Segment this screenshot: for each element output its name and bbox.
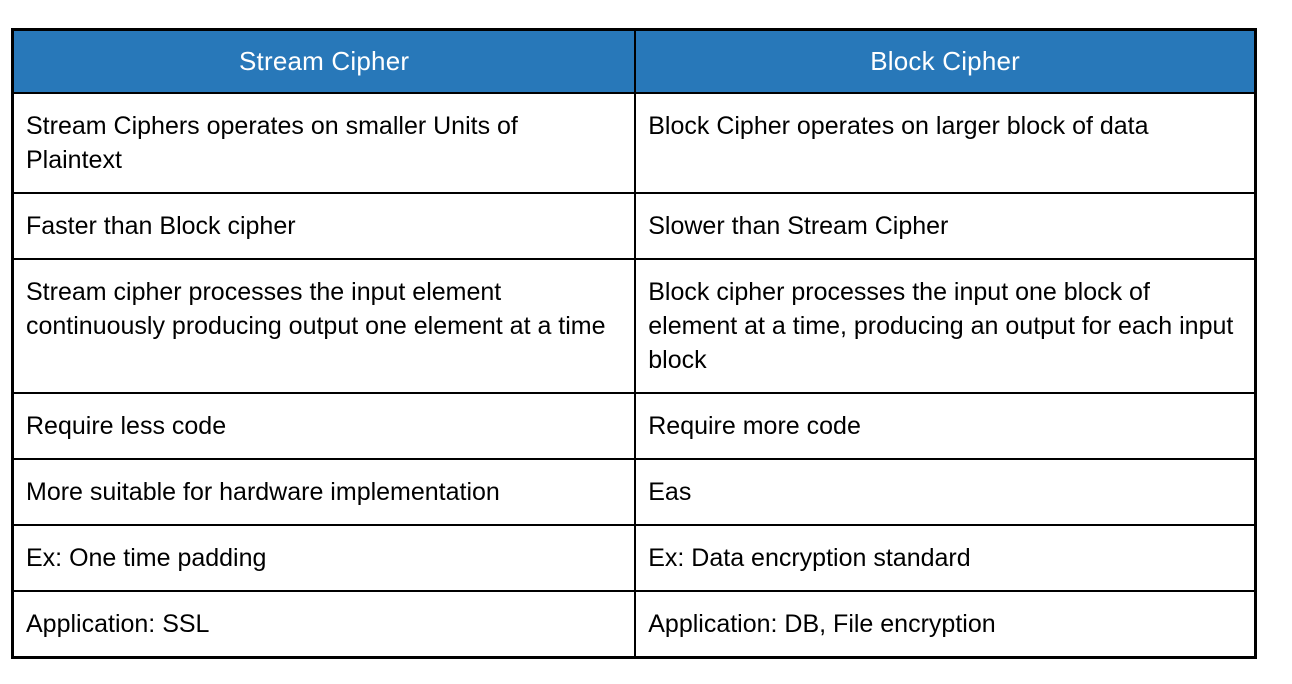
- column-header-block-cipher: Block Cipher: [634, 28, 1257, 94]
- cell-block-example: Ex: Data encryption standard: [634, 524, 1257, 592]
- cell-stream-units: Stream Ciphers operates on smaller Units…: [11, 92, 637, 194]
- cell-block-eas: Eas: [634, 458, 1257, 526]
- cell-block-speed: Slower than Stream Cipher: [634, 192, 1257, 260]
- table-row: Stream Ciphers operates on smaller Units…: [11, 92, 1257, 194]
- table-row: Require less code Require more code: [11, 392, 1257, 460]
- header-row: Stream Cipher Block Cipher: [11, 28, 1257, 94]
- table-row: Application: SSL Application: DB, File e…: [11, 590, 1257, 659]
- table-row: Stream cipher processes the input elemen…: [11, 258, 1257, 394]
- cell-block-processing: Block cipher processes the input one blo…: [634, 258, 1257, 394]
- table-row: Faster than Block cipher Slower than Str…: [11, 192, 1257, 260]
- cell-block-units: Block Cipher operates on larger block of…: [634, 92, 1257, 194]
- cell-block-code: Require more code: [634, 392, 1257, 460]
- table-row: Ex: One time padding Ex: Data encryption…: [11, 524, 1257, 592]
- cipher-comparison-table: Stream Cipher Block Cipher Stream Cipher…: [11, 28, 1257, 659]
- table-row: More suitable for hardware implementatio…: [11, 458, 1257, 526]
- cell-stream-hardware: More suitable for hardware implementatio…: [11, 458, 637, 526]
- cell-stream-example: Ex: One time padding: [11, 524, 637, 592]
- cell-block-application: Application: DB, File encryption: [634, 590, 1257, 659]
- cell-stream-code: Require less code: [11, 392, 637, 460]
- cell-stream-application: Application: SSL: [11, 590, 637, 659]
- cell-stream-processing: Stream cipher processes the input elemen…: [11, 258, 637, 394]
- cell-stream-speed: Faster than Block cipher: [11, 192, 637, 260]
- column-header-stream-cipher: Stream Cipher: [11, 28, 637, 94]
